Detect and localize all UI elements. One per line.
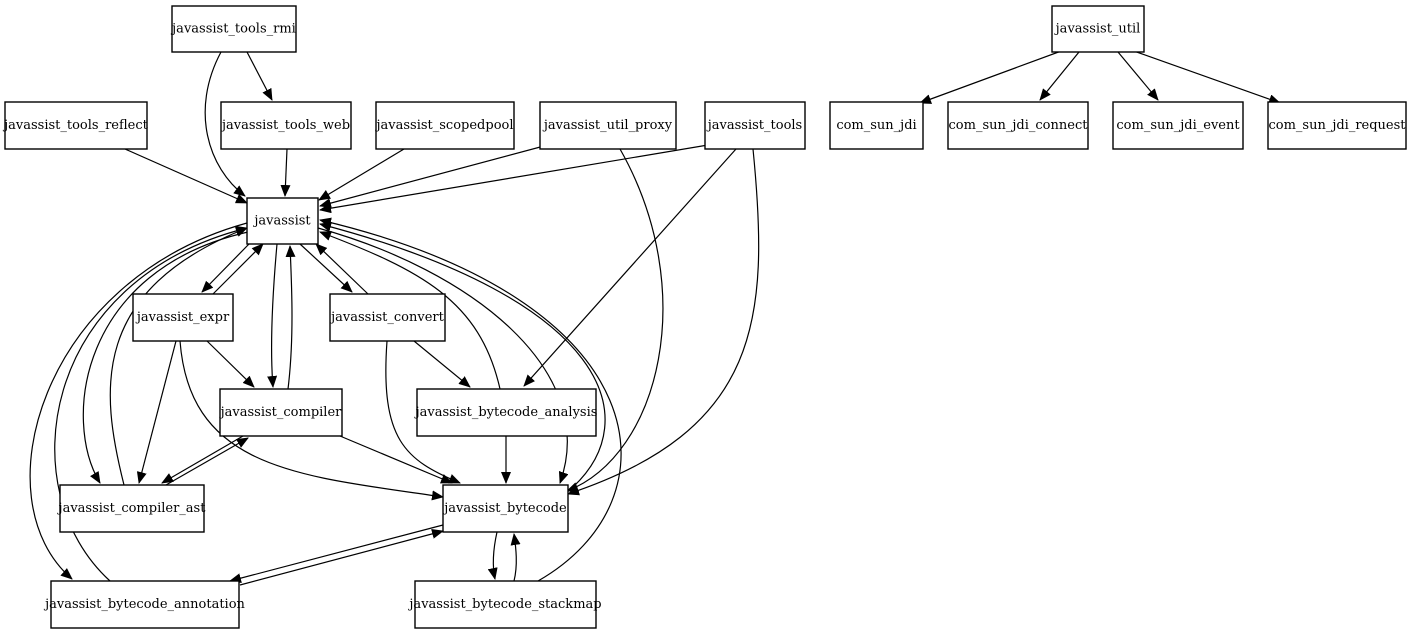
node-javassist-expr[interactable]: javassist_expr [132, 293, 234, 342]
node-javassist-tools-rmi[interactable]: javassist_tools_rmi [170, 5, 297, 53]
node-javassist-bytecode[interactable]: javassist_bytecode [442, 484, 569, 533]
edge-javassist-expr-to-javassist-compiler-ast [136, 340, 177, 484]
edge-javassist-bytecode-to-javassist-bytecode-stackmap [487, 531, 498, 580]
edge-javassist-convert-to-javassist [315, 243, 369, 295]
node-label: javassist_expr [135, 310, 230, 325]
edge-javassist-bytecode-annotation-to-javassist-bytecode [239, 528, 444, 586]
edge-javassist-bytecode-annotation-to-javassist [54, 225, 248, 582]
edge-javassist-tools-rmi-to-javassist [204, 51, 246, 197]
node-javassist-util-proxy[interactable]: javassist_util_proxy [539, 101, 677, 150]
node-label: javassist_bytecode_analysis [414, 405, 598, 420]
edge-javassist-compiler-ast-to-javassist-compiler [165, 437, 249, 486]
edge-javassist-bytecode-to-javassist-bytecode-annotation [229, 524, 444, 584]
nodes-layer: javassist_tools_rmi javassist_util javas… [2, 5, 1407, 629]
edge-javassist-bytecode-stackmap-to-javassist-bytecode [510, 533, 521, 582]
node-label: javassist_tools_reflect [2, 118, 149, 133]
node-label: com_sun_jdi [836, 118, 916, 133]
edge-javassist-util-proxy-to-javassist-bytecode [566, 148, 664, 492]
edge-javassist-expr-to-javassist-bytecode [179, 340, 444, 501]
node-label: javassist_tools_web [220, 118, 350, 133]
node-label: com_sun_jdi_request [1268, 118, 1406, 133]
node-label: javassist_convert [329, 310, 445, 325]
node-label: javassist_util [1054, 22, 1141, 37]
edge-javassist-to-javassist-compiler-ast [82, 231, 249, 484]
node-javassist-compiler[interactable]: javassist_compiler [219, 388, 343, 437]
edge-javassist-to-javassist-bytecode [317, 227, 569, 484]
node-com-sun-jdi-request[interactable]: com_sun_jdi_request [1267, 101, 1407, 150]
node-label: javassist_bytecode_annotation [43, 597, 245, 612]
node-label: javassist [252, 214, 311, 229]
node-javassist[interactable]: javassist [246, 197, 319, 245]
node-label: javassist_tools [706, 118, 802, 133]
edge-javassist-scopedpool-to-javassist [318, 148, 405, 201]
edge-javassist-convert-to-javassist-bytecode-analysis [413, 340, 471, 388]
edge-javassist-bytecode-to-javassist [319, 221, 606, 488]
edge-javassist-tools-to-javassist-bytecode [567, 148, 760, 496]
node-javassist-compiler-ast[interactable]: javassist_compiler_ast [57, 484, 207, 533]
edge-javassist-bytecode-analysis-to-javassist [319, 231, 501, 390]
edge-javassist-compiler-to-javassist-bytecode [339, 435, 453, 484]
edge-javassist-compiler-to-javassist [285, 245, 296, 390]
edge-javassist-to-javassist-expr [201, 243, 250, 293]
edge-javassist-expr-to-javassist [212, 243, 264, 295]
node-label: javassist_bytecode_stackmap [407, 597, 601, 612]
node-javassist-bytecode-annotation[interactable]: javassist_bytecode_annotation [43, 580, 246, 629]
edge-javassist-bytecode-stackmap-to-javassist [319, 217, 622, 582]
node-label: javassist_compiler [219, 405, 343, 420]
node-label: com_sun_jdi_event [1116, 118, 1240, 133]
node-label: javassist_util_proxy [542, 118, 673, 133]
edge-javassist-tools-rmi-to-javassist-tools-web [246, 51, 273, 101]
edges-layer [29, 49, 1281, 586]
edge-javassist-compiler-to-javassist-compiler-ast [161, 435, 244, 484]
node-label: javassist_scopedpool [374, 118, 513, 133]
edge-javassist-compiler-ast-to-javassist [109, 227, 248, 486]
node-javassist-tools-reflect[interactable]: javassist_tools_reflect [2, 101, 149, 150]
node-javassist-bytecode-analysis[interactable]: javassist_bytecode_analysis [414, 388, 598, 437]
node-label: javassist_bytecode [442, 501, 567, 516]
edge-javassist-util-to-com-sun-jdi [919, 49, 1065, 104]
edge-javassist-to-javassist-convert [299, 243, 353, 293]
edge-javassist-util-to-com-sun-jdi-event [1117, 51, 1159, 101]
edge-javassist-tools-to-javassist [319, 144, 709, 214]
node-com-sun-jdi-connect[interactable]: com_sun_jdi_connect [947, 101, 1089, 150]
node-label: com_sun_jdi_connect [949, 118, 1089, 133]
node-com-sun-jdi[interactable]: com_sun_jdi [829, 101, 924, 150]
node-javassist-scopedpool[interactable]: javassist_scopedpool [374, 101, 515, 150]
node-javassist-convert[interactable]: javassist_convert [329, 293, 446, 342]
edge-javassist-util-proxy-to-javassist [319, 145, 545, 208]
edge-javassist-expr-to-javassist-compiler [206, 340, 255, 388]
node-javassist-tools[interactable]: javassist_tools [704, 101, 806, 150]
edge-javassist-to-javassist-compiler [267, 243, 278, 388]
edge-javassist-tools-to-javassist-bytecode-analysis [523, 148, 737, 387]
edge-javassist-to-javassist-bytecode-annotation [29, 222, 248, 580]
node-label: javassist_tools_rmi [170, 22, 296, 37]
node-javassist-bytecode-stackmap[interactable]: javassist_bytecode_stackmap [407, 580, 602, 629]
node-javassist-util[interactable]: javassist_util [1051, 5, 1145, 53]
node-com-sun-jdi-event[interactable]: com_sun_jdi_event [1112, 101, 1244, 150]
edge-javassist-util-to-com-sun-jdi-request [1130, 49, 1281, 105]
edge-javassist-util-to-com-sun-jdi-connect [1039, 51, 1080, 101]
edge-javassist-tools-reflect-to-javassist [124, 148, 248, 204]
node-javassist-tools-web[interactable]: javassist_tools_web [220, 101, 352, 150]
edge-javassist-tools-web-to-javassist [280, 148, 291, 197]
node-label: javassist_compiler_ast [57, 501, 207, 516]
